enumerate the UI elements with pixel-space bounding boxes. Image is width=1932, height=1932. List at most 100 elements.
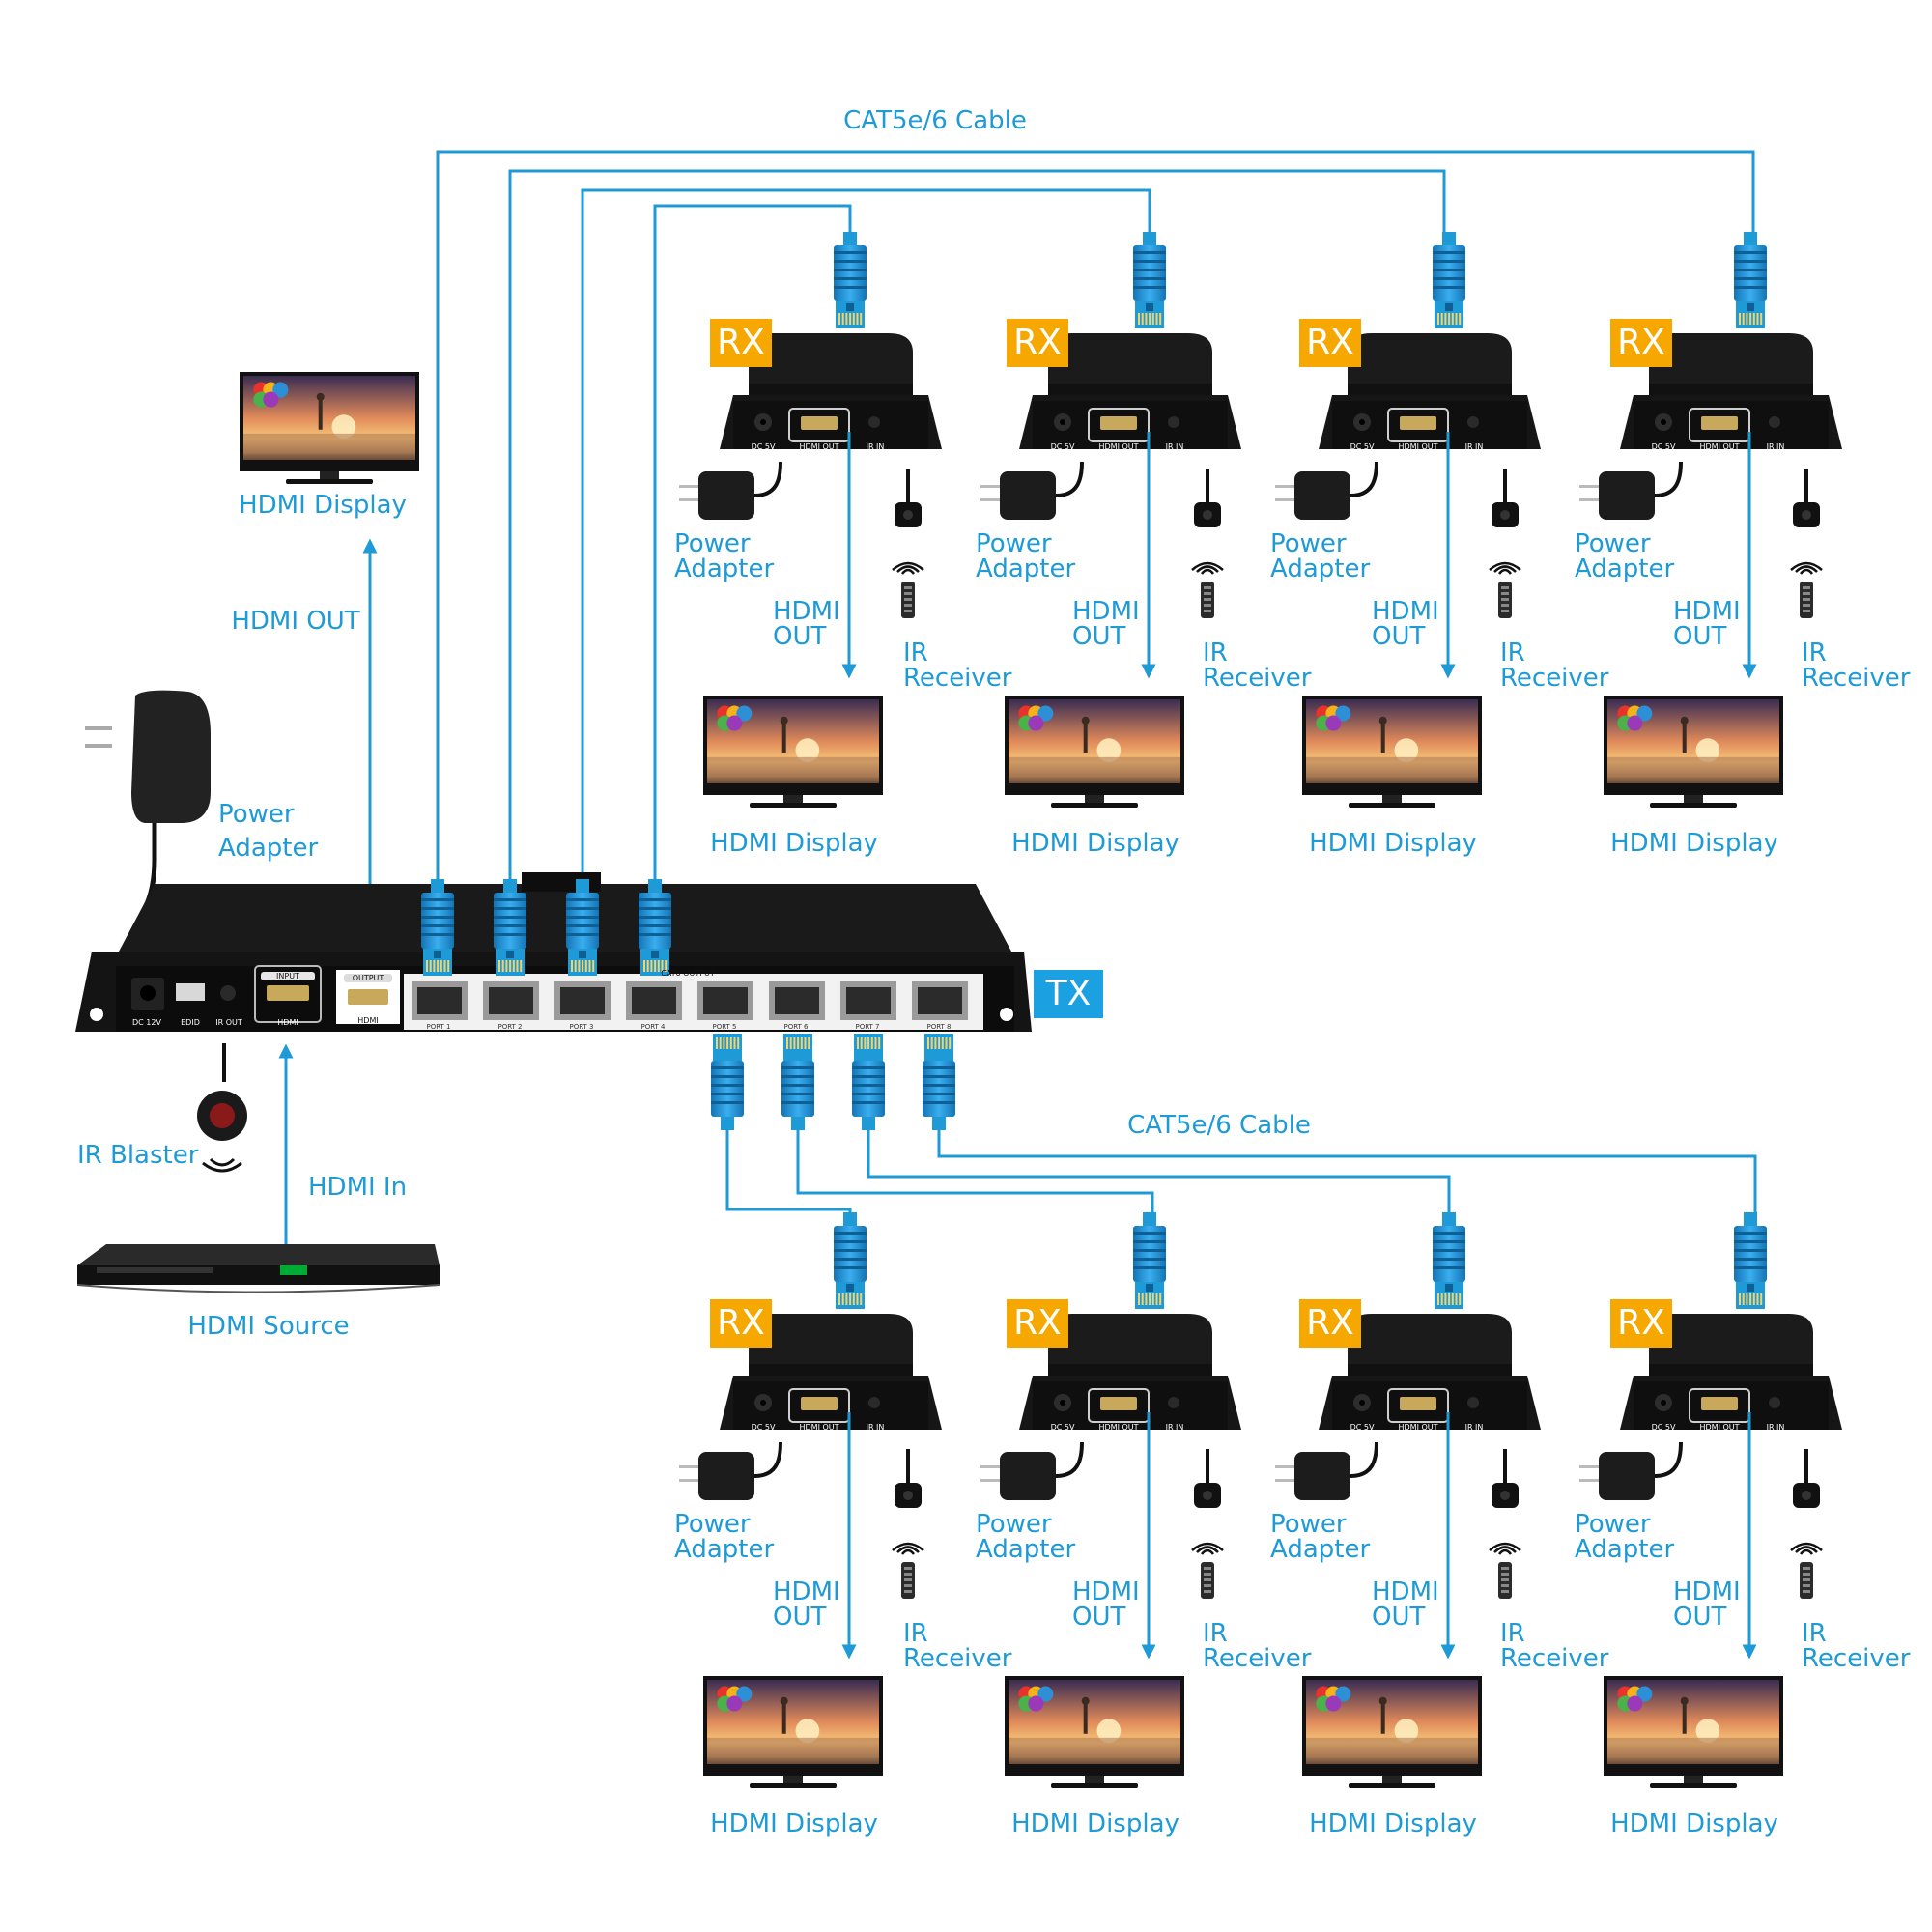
rx-ir-in-label: IR IN [1165,1423,1184,1432]
rj45-connector-icon [834,232,867,328]
rx-display-label: HDMI Display [1610,1809,1778,1838]
hdmi-in-label: HDMI In [308,1173,408,1202]
tv-icon [1005,1676,1184,1788]
tx-output-label: OUTPUT [344,974,392,982]
rx-hdmi-out-line2: OUT [1673,622,1727,651]
rx-dc-label: DC 5V [1050,442,1075,451]
tv-icon [1302,696,1482,808]
rx-hdmi-port-label: HDMI OUT [1699,442,1740,451]
rj45-connector-icon [1433,1212,1465,1309]
tx-edid-label: EDID [181,1018,200,1027]
rx-ir-line1: IR [1500,1619,1525,1648]
media-player-icon [76,1244,440,1293]
rx-power-label-line2: Adapter [1575,554,1675,583]
rx-badge: RX [1610,1299,1672,1348]
tx-ir-out-label: IR OUT [215,1018,242,1027]
remote-control-icon [892,561,924,618]
tx-hdmi-out-label: HDMI [357,1016,379,1025]
rx-hdmi-port-label: HDMI OUT [1398,1423,1438,1432]
tx-port-label: PORT 8 [926,1023,952,1031]
rx-display-label: HDMI Display [1610,829,1778,858]
rx-dc-label: DC 5V [1651,1423,1676,1432]
rx-hdmi-port-label: HDMI OUT [799,442,839,451]
rx-ir-line2: Receiver [903,1644,1012,1673]
rj45-connector-icon [639,879,671,976]
ir-blaster-label: IR Blaster [77,1141,199,1170]
rj45-connector-icon [834,1212,867,1309]
cable-port5 [725,1125,852,1232]
rj45-connector-icon [566,879,599,976]
rj45-connector-icon [1133,1212,1166,1309]
rx-hdmi-port-label: HDMI OUT [799,1423,839,1432]
cable-port3 [581,188,1151,894]
rx-hdmi-out-line2: OUT [773,622,827,651]
rx-hdmi-out-line1: HDMI [1372,1577,1439,1606]
rx-power-label-line2: Adapter [674,1535,775,1564]
rx-receiver-unit [1620,333,1842,449]
power-adapter-label-line1: Power [218,800,295,829]
local-display-label: HDMI Display [239,491,407,520]
rx-hdmi-port-label: HDMI OUT [1098,1423,1139,1432]
rx-hdmi-out-line2: OUT [1072,622,1126,651]
tx-port-label: PORT 4 [640,1023,666,1031]
rx-ir-line2: Receiver [1802,1644,1911,1673]
tx-port-label: PORT 3 [569,1023,594,1031]
rx-badge: RX [1007,1299,1068,1348]
tx-port-label: PORT 2 [497,1023,523,1031]
rj45-connector-icon [1433,232,1465,328]
tv-icon [1302,1676,1482,1788]
rx-ir-in-label: IR IN [1165,442,1184,451]
power-adapter-label-line2: Adapter [218,834,319,863]
tx-transmitter-unit [75,872,1032,1032]
rx-power-label-line2: Adapter [1575,1535,1675,1564]
power-adapter-icon [980,461,1084,520]
tv-icon [703,1676,883,1788]
rj45-connector-icon [494,879,526,976]
tx-cat6-output-label: CAT6 OUTPUT [661,969,715,978]
rx-power-label-line1: Power [674,529,751,558]
power-adapter-label: Power Adapter [218,802,318,861]
tx-port-label: PORT 5 [712,1023,737,1031]
rx-badge: RX [710,319,772,367]
remote-control-icon [892,1542,924,1599]
rj45-connector-icon [1734,1212,1767,1309]
rx-power-label-line1: Power [976,529,1052,558]
rx-ir-in-label: IR IN [1464,1423,1484,1432]
rx-hdmi-out-line1: HDMI [1673,597,1741,626]
rx-hdmi-out-line1: HDMI [773,1577,840,1606]
rx-power-label-line1: Power [976,1510,1052,1539]
rx-hdmi-out-line2: OUT [1673,1603,1727,1632]
tx-hdmi-in-label: HDMI [277,1018,298,1027]
rx-ir-line2: Receiver [1203,1644,1312,1673]
hdmi-source-label: HDMI Source [187,1312,350,1341]
cable-port2 [508,169,1446,894]
rx-receiver-unit [1319,333,1541,449]
rx-receiver-unit [1620,1314,1842,1430]
rx-hdmi-out-line1: HDMI [1372,597,1439,626]
remote-control-icon [1790,1542,1823,1599]
rx-ir-line2: Receiver [903,664,1012,693]
rj45-connector-icon [1133,232,1166,328]
rx-ir-in-label: IR IN [1766,442,1785,451]
tx-input-label: INPUT [261,972,315,980]
hdmi-out-label: HDMI OUT [231,607,360,636]
remote-control-icon [1191,561,1224,618]
rx-power-label-line2: Adapter [976,1535,1076,1564]
power-adapter-icon [980,1441,1084,1500]
rx-power-label-line1: Power [1575,1510,1651,1539]
